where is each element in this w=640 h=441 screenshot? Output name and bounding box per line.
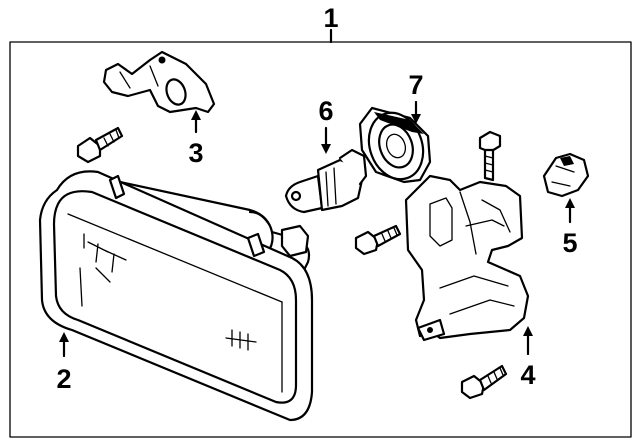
bolt-lower xyxy=(460,364,508,400)
callout-4: 4 xyxy=(520,360,535,390)
callout-6: 6 xyxy=(318,96,333,126)
callout-2: 2 xyxy=(56,364,71,394)
callout-7: 7 xyxy=(408,70,423,100)
bolt-middle xyxy=(354,224,402,256)
headlamp-assembly xyxy=(38,170,314,422)
clip-5 xyxy=(542,152,590,198)
bolt-upper xyxy=(76,126,124,164)
leader-arrows xyxy=(59,100,575,358)
bolt-vertical xyxy=(478,130,502,182)
callout-3: 3 xyxy=(188,138,203,168)
callout-1: 1 xyxy=(323,3,338,33)
mount-bracket-4 xyxy=(404,174,530,342)
bracket-3 xyxy=(102,50,216,114)
callout-5: 5 xyxy=(562,228,577,258)
group-frame xyxy=(9,41,632,438)
bulb-6 xyxy=(284,148,368,214)
socket-ring-7 xyxy=(358,106,432,184)
